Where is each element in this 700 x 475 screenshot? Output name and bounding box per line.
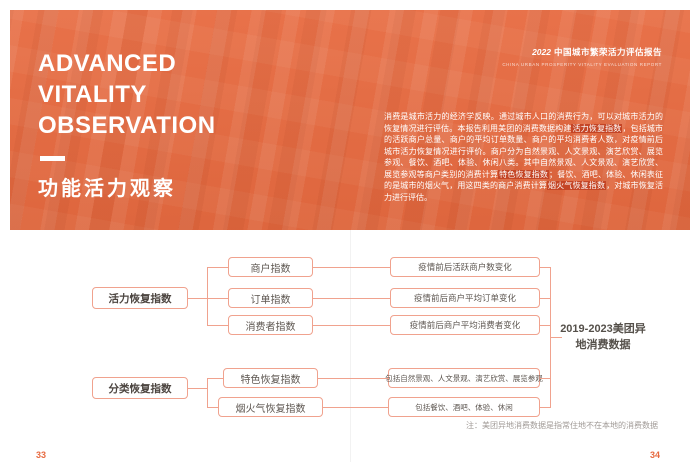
- title-english-line-1: ADVANCED: [38, 50, 177, 77]
- title-english-line-2: VITALITY: [38, 81, 147, 108]
- connector-line: [313, 325, 390, 326]
- title-divider: [40, 156, 65, 161]
- report-badge-year: 2022: [532, 47, 551, 57]
- page-number-right: 34: [650, 450, 661, 460]
- detail-box-merchant-change: 疫情前后活跃商户数变化: [390, 257, 540, 277]
- title-english-line-3: OBSERVATION: [38, 112, 216, 139]
- detail-box-consumer-change: 疫情前后商户平均消费者变化: [390, 315, 540, 335]
- connector-line: [540, 378, 550, 379]
- report-badge-title: 中国城市繁荣活力评估报告: [553, 47, 662, 57]
- paragraph-text: 消费是城市活力的经济学反映。通过城市人口的消费行为，可以对城市活力的恢复情况进行…: [384, 112, 663, 133]
- metric-box-feature-recovery: 特色恢复指数: [223, 368, 318, 388]
- highlighted-term: 活力恢复指数: [571, 123, 623, 133]
- intro-paragraph: 消费是城市活力的经济学反映。通过城市人口的消费行为，可以对城市活力的恢复情况进行…: [384, 111, 663, 203]
- connector-line: [207, 298, 228, 299]
- connector-line: [540, 325, 550, 326]
- highlighted-term: 特色恢复指数: [498, 169, 550, 179]
- data-source-label: 2019-2023美团异地消费数据: [560, 323, 646, 351]
- paragraph-text: ，对城市恢复活力进行评估。: [384, 181, 664, 202]
- connector-line: [207, 378, 208, 407]
- connector-line: [540, 407, 550, 408]
- detail-box-order-change: 疫情前后商户平均订单变化: [390, 288, 540, 308]
- connector-line: [188, 388, 207, 389]
- connector-line: [207, 267, 208, 325]
- title-english: ADVANCED VITALITY OBSERVATION: [38, 48, 216, 141]
- metric-box-order-index: 订单指数: [228, 288, 313, 308]
- connector-line: [207, 407, 218, 408]
- connector-line: [207, 267, 228, 268]
- connector-line: [207, 325, 228, 326]
- metric-box-merchant-index: 商户指数: [228, 257, 313, 277]
- highlighted-term: 烟火气恢复指数: [547, 181, 607, 190]
- connector-line: [323, 407, 388, 408]
- detail-box-scenic-categories: 包括自然景观、人文景观、演艺欣赏、展览参观: [385, 368, 543, 388]
- page-gutter: [350, 230, 351, 462]
- footnote: 注：美团异地消费数据是指常住地不在本地的消费数据: [466, 421, 658, 430]
- connector-line: [188, 298, 207, 299]
- paragraph-text: ；餐饮、酒吧、体验、休闲表征的是城市的烟火气，用这四类的商户消费计算: [384, 169, 664, 191]
- connector-line: [540, 267, 550, 268]
- page-number-left: 33: [36, 450, 47, 460]
- report-badge-subtitle: CHINA URBAN PROSPERITY VITALITY EVALUATI…: [502, 62, 662, 67]
- metric-box-fireworks-recovery: 烟火气恢复指数: [218, 397, 323, 417]
- connector-line: [540, 298, 550, 299]
- metric-box-consumer-index: 消费者指数: [228, 315, 313, 335]
- connector-line: [313, 267, 390, 268]
- detail-box-lifestyle-categories: 包括餐饮、酒吧、体验、休闲: [388, 397, 540, 417]
- page-title-zh: 功能活力观察: [38, 178, 176, 200]
- index-box-vitality-recovery: 活力恢复指数: [92, 287, 188, 309]
- connector-line: [313, 298, 390, 299]
- paragraph-text: ，包括城市的活跃商户总量、商户的平均订单数量、商户的平均消费者人数，对疫情前后城…: [384, 123, 664, 179]
- index-box-category-recovery: 分类恢复指数: [92, 377, 188, 399]
- connector-line: [550, 337, 562, 338]
- header-banner: ADVANCED VITALITY OBSERVATION 功能活力观察 202…: [10, 10, 690, 230]
- connector-line: [207, 378, 223, 379]
- connector-line: [318, 378, 388, 379]
